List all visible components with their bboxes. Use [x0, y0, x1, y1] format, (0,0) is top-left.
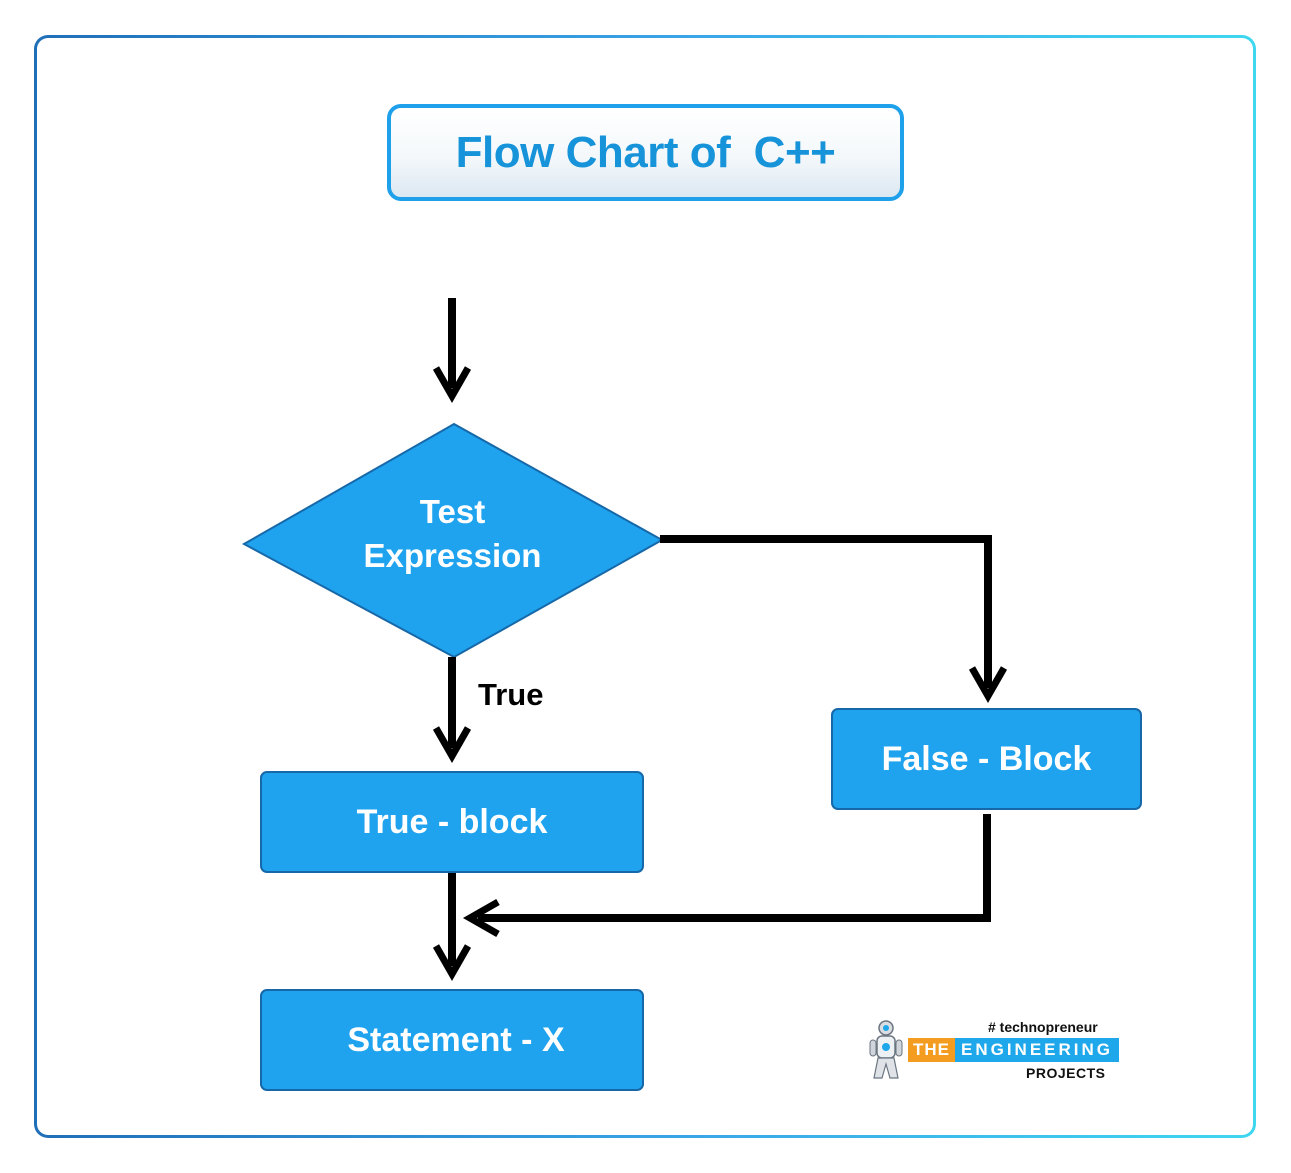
logo-word-projects: PROJECTS [1026, 1065, 1106, 1081]
false-block-label: False - Block [881, 739, 1092, 778]
logo-word-the: THE [908, 1038, 955, 1062]
brand-logo: # technopreneur THE ENGINEERING PROJECTS [866, 1016, 1120, 1086]
logo-tagline: # technopreneur [988, 1019, 1098, 1035]
true-branch-label: True [478, 677, 544, 712]
true-block-label: True - block [356, 802, 548, 841]
diagram-title: Flow Chart of C++ [455, 127, 836, 177]
decision-label: Test Expression [330, 490, 575, 578]
decision-label-line2: Expression [363, 537, 542, 574]
true-arrow-head [432, 726, 472, 764]
return-arrow-head [462, 898, 500, 938]
false-block: False - Block [831, 708, 1142, 810]
diagram-frame [34, 35, 1256, 1138]
robot-icon [869, 1020, 903, 1079]
logo-wordmark: THE ENGINEERING [908, 1038, 1120, 1062]
decision-label-line1: Test [419, 493, 486, 530]
logo-word-engineering: ENGINEERING [955, 1038, 1120, 1062]
statement-block: Statement - X [260, 989, 644, 1091]
return-path-line [478, 814, 991, 922]
entry-arrow-head [432, 366, 472, 404]
merge-arrow-head [432, 944, 472, 982]
false-path-line [660, 535, 992, 688]
false-arrow-head [968, 666, 1008, 704]
title-box: Flow Chart of C++ [387, 104, 904, 201]
statement-block-label: Statement - X [347, 1020, 565, 1059]
true-block: True - block [260, 771, 644, 873]
